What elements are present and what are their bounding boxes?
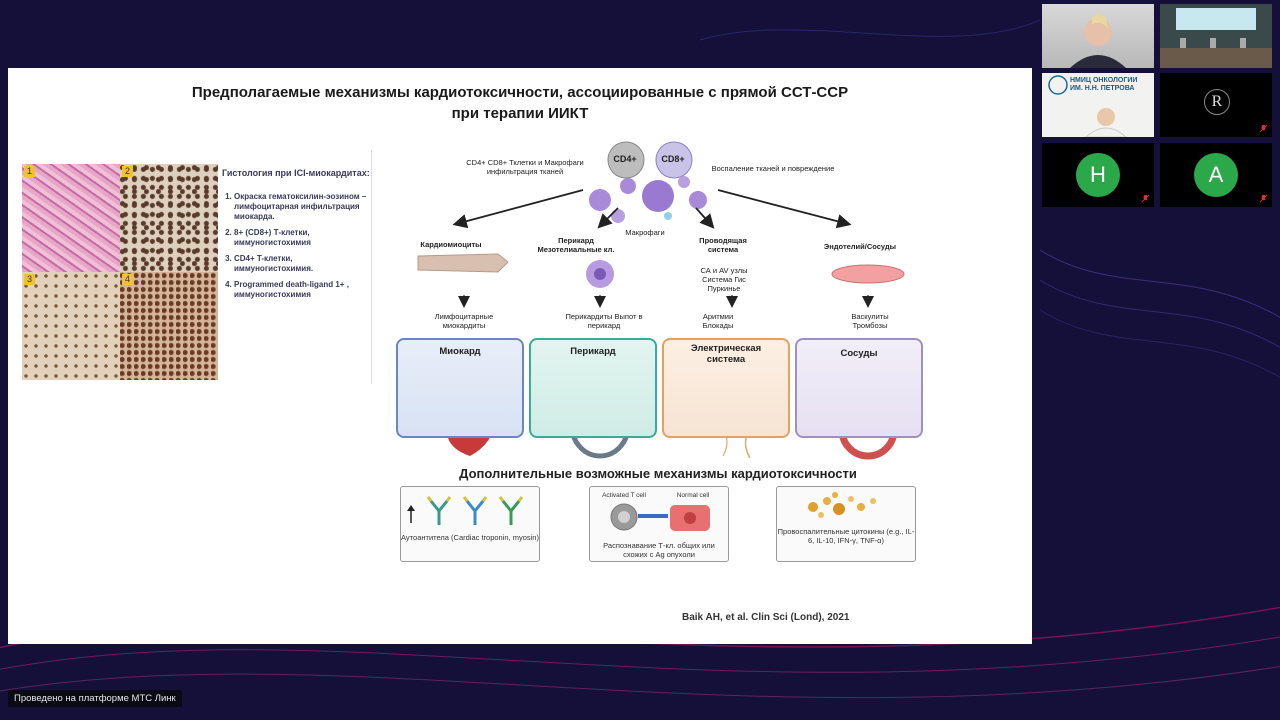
- cytokines-label: Провоспалительные цитокины (e.g., IL-6, …: [777, 527, 915, 545]
- mechanism-diagram: [417, 141, 905, 460]
- histology-description: Гистология при ICI-миокардитах: Окраска …: [222, 168, 372, 306]
- organ-box-electric: Электрическая система: [662, 338, 790, 438]
- participant-tile-h[interactable]: H: [1042, 143, 1154, 207]
- normal-cell-label: Normal cell: [676, 492, 710, 499]
- histology-image-1: 1: [22, 164, 120, 272]
- effect-pericarditis: Перикардиты Выпот в перикард: [565, 312, 643, 330]
- effect-myocarditis: Лимфоцитарные миокардиты: [434, 312, 494, 330]
- target-cardiomyocytes: Кардиомиоциты: [420, 240, 482, 249]
- cd8-cell-icon: [655, 141, 693, 179]
- effect-vasculitis: Васкулиты Тромбозы: [851, 312, 889, 330]
- target-endothelium: Эндотелий/Сосуды: [823, 242, 897, 251]
- citation: Baik AH, et al. Clin Sci (Lond), 2021: [682, 612, 850, 623]
- participant-avatar-h: H: [1076, 153, 1120, 197]
- t-cell-recognition-label: Распознавание Т-кл. общих или схожих с A…: [603, 541, 715, 559]
- image-number: 1: [24, 166, 35, 177]
- histology-title: Гистология при ICI-миокардитах:: [222, 168, 370, 178]
- histology-item: Programmed death-ligand 1+ , иммуногисто…: [234, 280, 372, 300]
- platform-watermark: Проведено на платформе МТС Линк: [8, 690, 182, 707]
- organ-box-myocard: Миокард: [396, 338, 524, 438]
- target-conduction: Проводящая система: [699, 236, 747, 254]
- target-pericardium: Перикард Мезотелиальные кл.: [537, 236, 615, 254]
- histology-image-4: 4: [120, 272, 218, 380]
- participant-avatar-a: A: [1194, 153, 1238, 197]
- participant-tile-room[interactable]: [1160, 4, 1272, 68]
- endothelial-cell-icon: [831, 264, 905, 284]
- participant-avatar-r: R: [1204, 89, 1230, 115]
- cytokines-icon: [808, 492, 876, 518]
- cytokines-box: Провоспалительные цитокины (e.g., IL-6, …: [776, 486, 916, 562]
- macrophages-label: Макрофаги: [625, 228, 665, 237]
- histology-images: 1 2 3 4: [22, 164, 218, 380]
- organ-box-pericard: Перикард: [529, 338, 657, 438]
- autoantibodies-box: Аутоантитела (Cardiac troponin, myosin): [400, 486, 540, 562]
- room-video-icon: [1160, 8, 1272, 68]
- histology-image-2: 2: [120, 164, 218, 272]
- cd4-label: CD4+: [613, 154, 637, 164]
- histology-item: CD4+ T-клетки, иммуногистохимия.: [234, 254, 372, 274]
- histology-list: Окраска гематоксилин-эозином – лимфоцита…: [222, 192, 372, 300]
- mic-muted-icon: [1259, 124, 1268, 133]
- histology-item: 8+ (CD8+) Т-клетки, иммуногистохимия: [234, 228, 372, 248]
- macrophage-icon: [642, 180, 674, 212]
- cd8-label: CD8+: [661, 154, 685, 164]
- speaker-video-icon: [1070, 14, 1126, 68]
- participant-tile-institute[interactable]: НМИЦ ОНКОЛОГИИ ИМ. Н.Н. ПЕТРОВА: [1042, 73, 1154, 137]
- inflammation-caption: Воспаление тканей и повреждение: [711, 164, 835, 173]
- slide-title-line-2: при терапии ИИКТ: [451, 105, 589, 122]
- infiltration-caption: CD4+ CD8+ Тклетки и Макрофаги инфильтрац…: [466, 158, 584, 176]
- histology-item: Окраска гематоксилин-эозином – лимфоцита…: [234, 192, 372, 222]
- slide-title-line-1: Предполагаемые механизмы кардиотоксичнос…: [191, 84, 849, 101]
- t-cell-recognition-box: Activated T cell Normal cell Распознаван…: [589, 486, 729, 562]
- organ-label: Сосуды: [840, 348, 878, 359]
- additional-mechanisms-title: Дополнительные возможные механизмы карди…: [459, 466, 857, 481]
- participant-tile-a[interactable]: A: [1160, 143, 1272, 207]
- antibody-icon: [407, 496, 524, 525]
- mic-muted-icon: [1141, 194, 1150, 203]
- slide-title: Предполагаемые механизмы кардиотоксичнос…: [8, 82, 1032, 124]
- organ-label: Перикард: [570, 346, 616, 357]
- cardiomyocyte-icon: [417, 253, 509, 273]
- participant-tile-r[interactable]: R: [1160, 73, 1272, 137]
- target-conduction-sub: СА и AV узлы Система Гис Пуркинье: [700, 266, 748, 293]
- organ-label: Электрическая система: [690, 343, 762, 365]
- cd4-cell-icon: [607, 141, 645, 179]
- histology-image-3: 3: [22, 272, 120, 380]
- institute-logo-text: НМИЦ ОНКОЛОГИИ ИМ. Н.Н. ПЕТРОВА: [1070, 77, 1138, 92]
- image-number: 2: [122, 166, 133, 177]
- organ-box-vessels: Сосуды: [795, 338, 923, 438]
- autoantibodies-label: Аутоантитела (Cardiac troponin, myosin): [401, 533, 539, 542]
- mic-muted-icon: [1259, 194, 1268, 203]
- cell-recognition-icon: [610, 503, 710, 531]
- effect-arrhythmia: Аритмии Блокады: [702, 312, 734, 330]
- image-number: 3: [24, 274, 35, 285]
- institute-logo-icon: [1048, 75, 1127, 137]
- participant-tile-speaker[interactable]: [1042, 4, 1154, 68]
- divider: [371, 150, 372, 384]
- presentation-slide: Предполагаемые механизмы кардиотоксичнос…: [8, 68, 1032, 644]
- organ-label: Миокард: [439, 346, 481, 357]
- activated-t-cell-label: Activated T cell: [602, 492, 646, 499]
- image-number: 4: [122, 274, 133, 285]
